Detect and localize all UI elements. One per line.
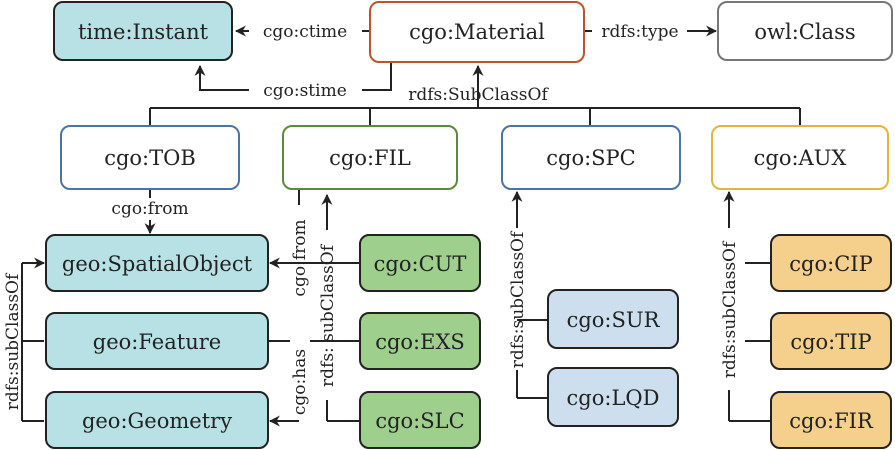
- node-sur-label: cgo:SUR: [567, 308, 661, 332]
- node-owl-class: owl:Class: [717, 1, 893, 61]
- node-feature-label: geo:Feature: [93, 330, 221, 354]
- node-cut-label: cgo:CUT: [374, 252, 467, 276]
- node-tob: cgo:TOB: [60, 125, 240, 190]
- node-cip: cgo:CIP: [770, 234, 892, 292]
- node-fir: cgo:FIR: [770, 391, 892, 449]
- node-feature: geo:Feature: [45, 312, 269, 370]
- edge-label-aux-subclass: rdfs:subClassOf: [720, 240, 740, 378]
- edge-label-type: rdfs:type: [601, 22, 678, 42]
- edge-label-subclass-top: rdfs:SubClassOf: [408, 85, 549, 105]
- node-material: cgo:Material: [369, 1, 585, 63]
- edge-stime-line-b: [194, 64, 249, 91]
- edge-label-fil-has: cgo:has: [290, 349, 310, 415]
- edge-label-fil-from: cgo:from: [290, 219, 310, 296]
- node-time-instant-label: time:Instant: [78, 20, 209, 44]
- node-cip-label: cgo:CIP: [789, 252, 872, 276]
- edge-label-fil-subclass: rdfs: subClassOf: [318, 243, 338, 387]
- node-fil-label: cgo:FIL: [329, 146, 411, 170]
- edge-label-ctime: cgo:ctime: [263, 22, 347, 42]
- connectors: [21, 25, 801, 427]
- node-spc: cgo:SPC: [501, 125, 681, 190]
- edge-label-geo-subclass: rdfs:subClassOf: [3, 272, 23, 410]
- node-aux-label: cgo:AUX: [754, 146, 847, 170]
- edge-stime-line-a: [362, 62, 392, 91]
- node-owl-class-label: owl:Class: [754, 20, 855, 44]
- edge-label-spc-subclass: rdfs:subClassOf: [508, 230, 528, 368]
- edge-label-stime: cgo:stime: [263, 81, 347, 101]
- node-material-label: cgo:Material: [409, 20, 545, 44]
- node-tip-label: cgo:TIP: [790, 330, 871, 354]
- node-geometry-label: geo:Geometry: [82, 409, 232, 433]
- node-lqd: cgo:LQD: [547, 367, 679, 427]
- node-spatial-object: geo:SpatialObject: [45, 234, 269, 292]
- node-slc-label: cgo:SLC: [375, 409, 464, 433]
- node-spatial-object-label: geo:SpatialObject: [62, 252, 253, 276]
- nodes: time:Instant cgo:Material owl:Class cgo:…: [45, 1, 893, 449]
- node-exs: cgo:EXS: [359, 312, 481, 370]
- node-aux: cgo:AUX: [711, 125, 889, 190]
- node-lqd-label: cgo:LQD: [567, 386, 660, 410]
- node-fir-label: cgo:FIR: [789, 409, 874, 433]
- node-geometry: geo:Geometry: [45, 391, 269, 449]
- node-slc: cgo:SLC: [359, 391, 481, 449]
- node-cut: cgo:CUT: [359, 234, 481, 292]
- node-spc-label: cgo:SPC: [546, 146, 636, 170]
- node-time-instant: time:Instant: [53, 1, 233, 61]
- node-sur: cgo:SUR: [547, 289, 679, 349]
- node-tip: cgo:TIP: [770, 312, 892, 370]
- node-fil: cgo:FIL: [282, 125, 458, 190]
- node-tob-label: cgo:TOB: [104, 146, 196, 170]
- edge-label-tob-from: cgo:from: [111, 199, 188, 219]
- node-exs-label: cgo:EXS: [375, 330, 465, 354]
- edge-labels: cgo:ctime rdfs:type cgo:stime rdfs:SubCl…: [3, 22, 740, 415]
